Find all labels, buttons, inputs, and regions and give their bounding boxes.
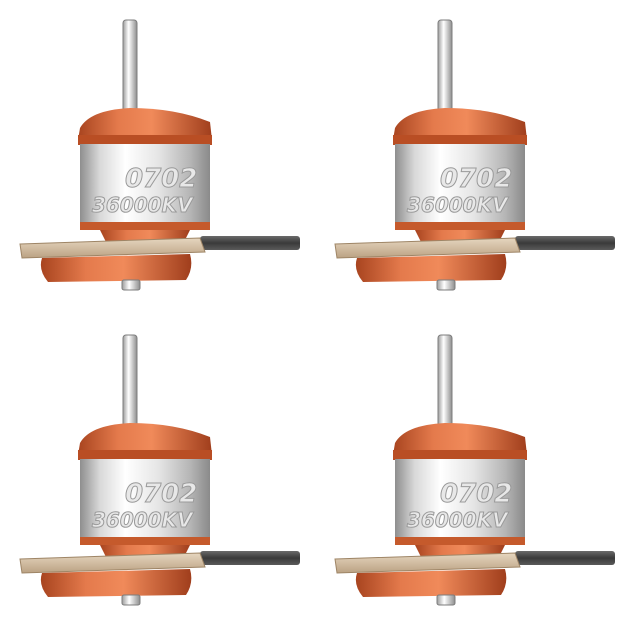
motor-can [80, 459, 210, 541]
motor-bottom-ring [80, 222, 210, 230]
motor-can [80, 144, 210, 226]
motor-3: 0702 36000KV [0, 315, 315, 630]
motor-kv-label: 36000KV [407, 193, 509, 217]
motor-bottom-screw [436, 279, 456, 291]
motor-kv-label: 36000KV [92, 508, 194, 532]
motor-mount [40, 569, 192, 597]
motor-base-plate [334, 237, 521, 259]
motor-drawing: 0702 36000KV [19, 334, 300, 606]
motor-cap-ring [393, 135, 527, 145]
motor-shaft [437, 334, 453, 436]
motor-model-label: 0702 [440, 164, 512, 194]
motor-shaft [122, 334, 138, 436]
motor-wire [515, 551, 615, 565]
motor-base-plate [19, 552, 206, 574]
motor-cap-ring [78, 450, 212, 460]
motor-cap-ring [78, 135, 212, 145]
motor-bottom-ring [395, 537, 525, 545]
motor-drawing: 0702 36000KV [334, 19, 615, 291]
motor-shaft [437, 19, 453, 121]
motor-kv-label: 36000KV [407, 508, 509, 532]
motor-cap-ring [393, 450, 527, 460]
motor-can [395, 459, 525, 541]
motor-bottom-screw [121, 594, 141, 606]
motor-mount [40, 254, 192, 282]
motor-bottom-ring [80, 537, 210, 545]
motor-kv-label: 36000KV [92, 193, 194, 217]
motor-model-label: 0702 [125, 164, 197, 194]
motor-shaft [122, 19, 138, 121]
motor-base-plate [19, 237, 206, 259]
motor-2: 0702 36000KV [315, 0, 630, 315]
motor-bottom-screw [436, 594, 456, 606]
motor-1: 0702 36000KV [0, 0, 315, 315]
motor-wire [515, 236, 615, 250]
motor-top-cap [393, 423, 527, 455]
motor-drawing: 0702 36000KV [19, 19, 300, 291]
motor-top-cap [78, 423, 212, 455]
motor-model-label: 0702 [440, 479, 512, 509]
motor-base-plate [334, 552, 521, 574]
motor-bottom-screw [121, 279, 141, 291]
motor-top-cap [78, 108, 212, 140]
motor-drawing: 0702 36000KV [334, 334, 615, 606]
motor-can [395, 144, 525, 226]
motor-wire [200, 236, 300, 250]
motor-top-cap [393, 108, 527, 140]
motor-bottom-ring [395, 222, 525, 230]
motor-mount [355, 569, 507, 597]
motor-mount [355, 254, 507, 282]
motor-4: 0702 36000KV [315, 315, 630, 630]
motor-wire [200, 551, 300, 565]
motor-model-label: 0702 [125, 479, 197, 509]
